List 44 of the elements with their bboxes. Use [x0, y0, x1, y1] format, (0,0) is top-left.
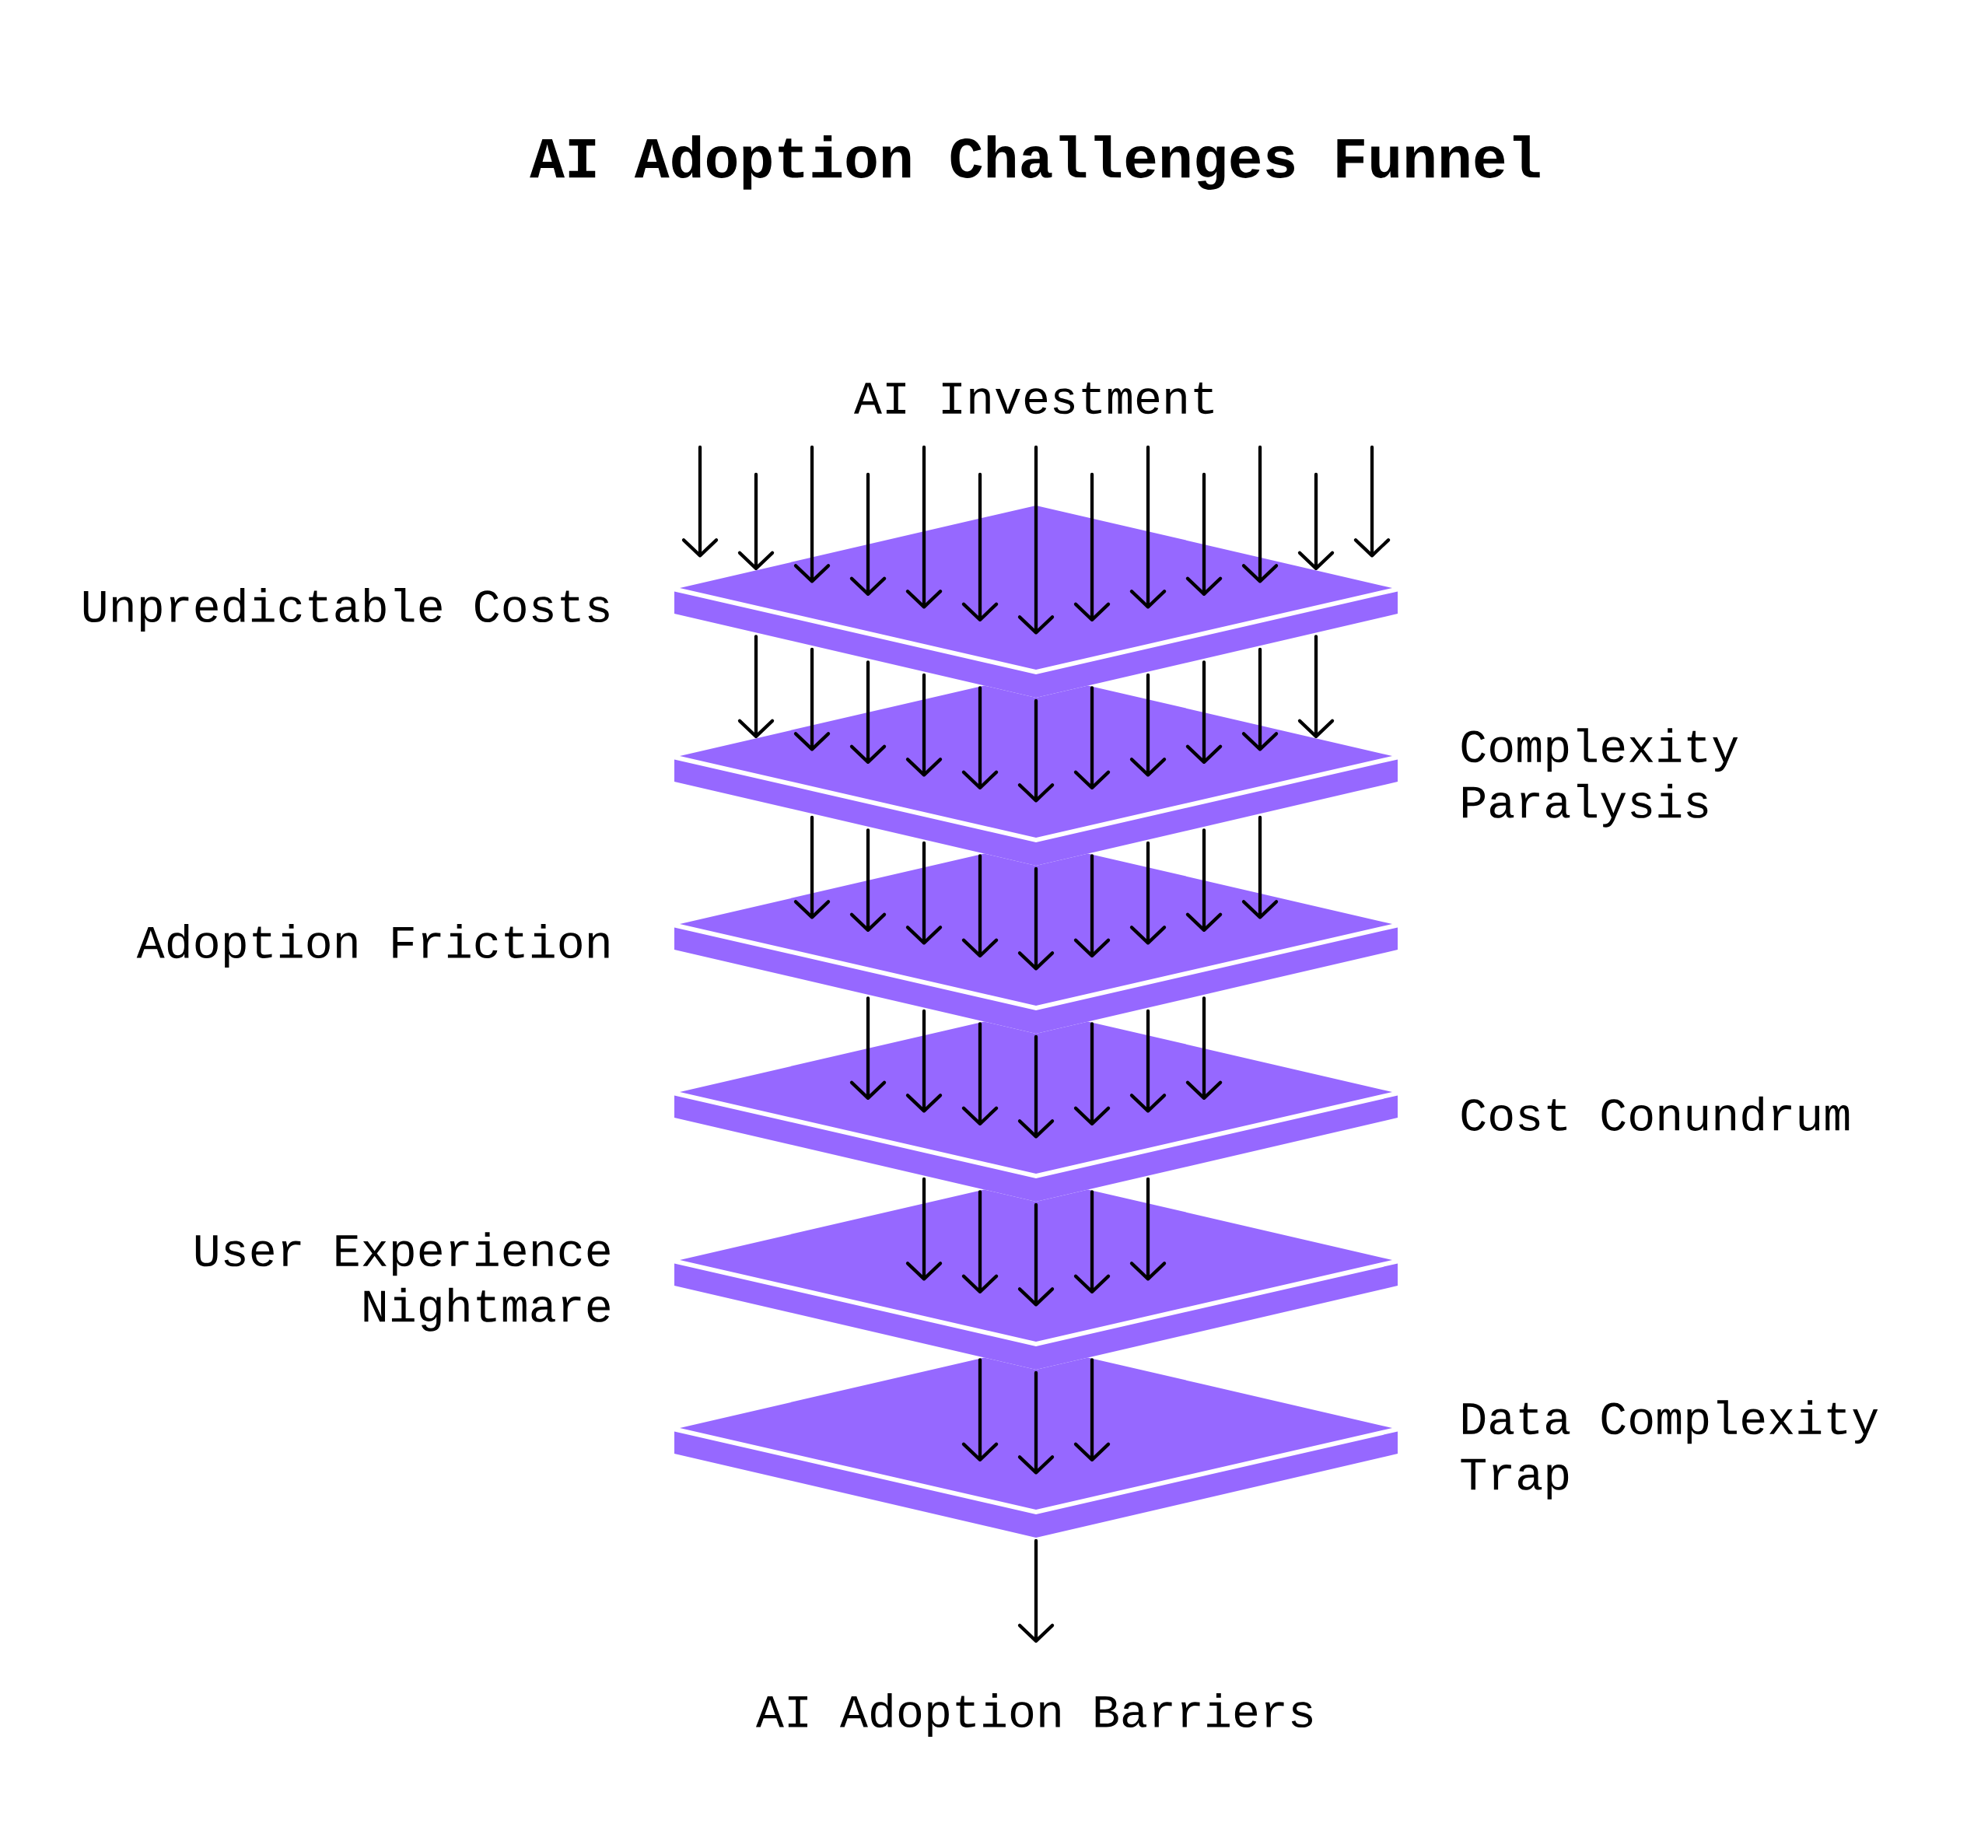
arrow [1017, 866, 1055, 971]
arrow [1017, 1538, 1055, 1643]
arrow [961, 1358, 999, 1461]
arrow [1017, 1202, 1055, 1307]
arrow [849, 472, 887, 596]
arrow [1297, 472, 1335, 570]
layer-label: Adoption Friction [136, 924, 609, 968]
arrow [961, 472, 999, 621]
layer-label: Cost Conundrum [1461, 1096, 1850, 1132]
arrow [961, 854, 999, 957]
arrow [1073, 854, 1111, 957]
arrow [1185, 472, 1223, 596]
input-label: AI Investment [854, 382, 1213, 415]
arrow [961, 1022, 999, 1125]
title: AI Adoption Challenges Funnel [530, 135, 1540, 190]
arrow [1017, 1370, 1055, 1475]
arrow [681, 445, 719, 558]
arrow [961, 1190, 999, 1293]
layer-label: User Experience Nightmare [195, 1232, 610, 1332]
arrow [1353, 445, 1391, 558]
arrow [1017, 445, 1055, 635]
arrow [905, 445, 943, 609]
arrow [1017, 698, 1055, 803]
layer-label: Complexity Paralysis [1461, 728, 1738, 828]
arrow [737, 472, 775, 570]
layer-plate [674, 1189, 1398, 1370]
arrow [793, 445, 831, 583]
output-label: AI Adoption Barriers [755, 1693, 1312, 1737]
layer-plate [674, 853, 1398, 1034]
layer-label: Data Complexity Trap [1461, 1400, 1878, 1500]
arrow [1073, 472, 1111, 621]
layer-plate [674, 1357, 1398, 1538]
layer-label: Unpredictable Costs [83, 588, 609, 632]
arrow [1073, 1022, 1111, 1125]
arrow [1073, 1190, 1111, 1293]
arrow [1241, 445, 1279, 583]
arrow [1073, 1358, 1111, 1461]
arrow [1129, 445, 1167, 609]
arrow [1073, 686, 1111, 789]
arrow [961, 686, 999, 789]
layer-plate [674, 1021, 1398, 1202]
layer-plate [674, 685, 1398, 866]
arrow [1017, 1034, 1055, 1139]
layer-plate [674, 505, 1398, 698]
